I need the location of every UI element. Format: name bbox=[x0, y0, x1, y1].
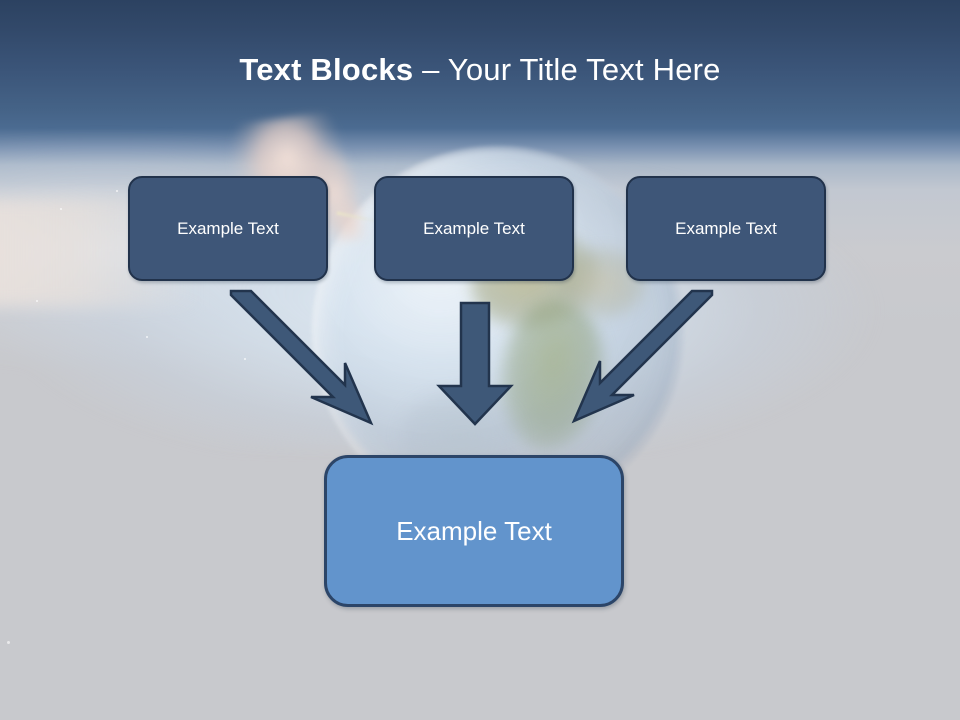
text-block-result-label: Example Text bbox=[396, 515, 552, 546]
text-block-2-label: Example Text bbox=[423, 218, 525, 238]
page-title-bold: Text Blocks bbox=[239, 52, 414, 87]
text-block-result[interactable]: Example Text bbox=[324, 455, 624, 607]
page-title-separator: – bbox=[413, 52, 448, 87]
page-title: Text Blocks – Your Title Text Here bbox=[0, 50, 960, 90]
text-block-3[interactable]: Example Text bbox=[626, 176, 826, 281]
background-spark bbox=[146, 336, 148, 338]
text-block-2[interactable]: Example Text bbox=[374, 176, 574, 281]
background-spark bbox=[60, 208, 62, 210]
text-block-1-label: Example Text bbox=[177, 218, 279, 238]
background-dust-speck bbox=[7, 641, 10, 644]
background-spark bbox=[244, 358, 246, 360]
background-spark bbox=[116, 190, 118, 192]
page-title-regular: Your Title Text Here bbox=[447, 52, 721, 87]
text-block-1[interactable]: Example Text bbox=[128, 176, 328, 281]
text-block-3-label: Example Text bbox=[675, 218, 777, 238]
background-spark bbox=[36, 300, 38, 302]
